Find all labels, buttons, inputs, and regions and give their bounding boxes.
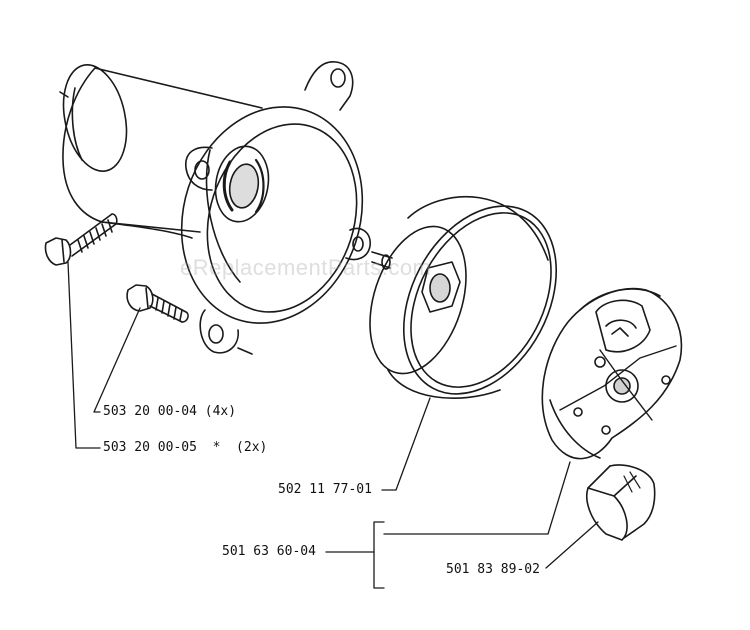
screw-long (45, 214, 116, 265)
leader-lines (68, 262, 598, 588)
label-screw-4x: 503 20 00-04 (4x) (103, 404, 237, 419)
label-clutch-assembly: 501 63 60-04 (222, 544, 316, 559)
label-clutch-shoe: 501 83 89-02 (446, 562, 540, 577)
clutch-drum (353, 180, 587, 420)
label-drum: 502 11 77-01 (278, 482, 372, 497)
label-screw-2x: 503 20 00-05 * (2x) (103, 440, 268, 455)
clutch-shoe (587, 465, 655, 540)
clutch-assembly (542, 289, 681, 459)
screw-short (127, 285, 188, 322)
watermark-text: eReplacementParts.com (180, 255, 432, 280)
clutch-housing (54, 59, 389, 354)
